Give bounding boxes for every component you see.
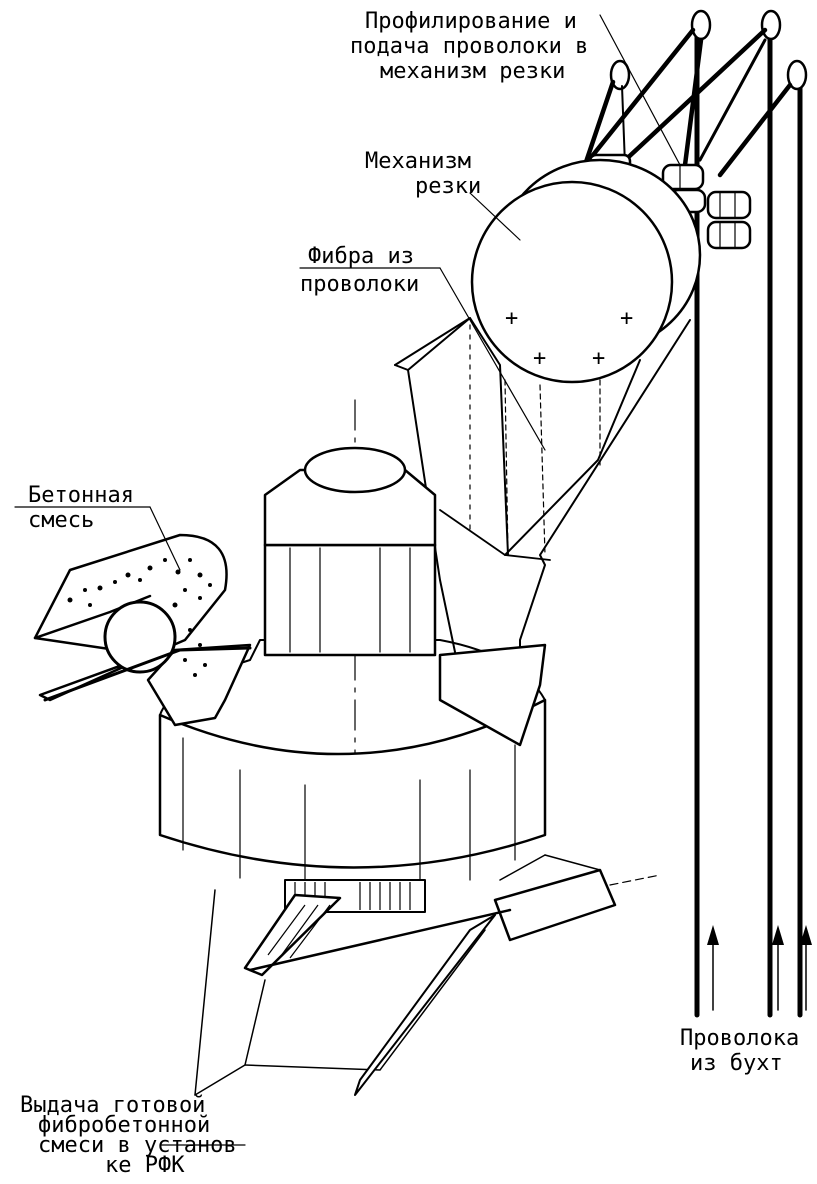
label-output: Выдача готовой фибробетонной смеси в уст…	[20, 1093, 237, 1178]
concrete-conveyor	[33, 533, 252, 702]
fiber-chute	[394, 317, 691, 653]
wire-arrow-2	[772, 925, 784, 1011]
bolt-icon: +	[533, 346, 546, 371]
label-leaders	[14, 14, 681, 1146]
motor-body	[263, 543, 437, 657]
label-output-line-4: ке РФК	[105, 1153, 185, 1178]
label-cutting-line-2: резки	[415, 174, 481, 199]
fiber-hopper	[438, 643, 547, 747]
label-concrete-line-2: смесь	[28, 508, 94, 533]
label-concrete-line-1: Бетонная	[28, 483, 134, 508]
bolt-icon: +	[592, 346, 605, 371]
label-fiber: Фибра из проволоки	[300, 244, 419, 297]
label-cutting-line-1: Механизм	[365, 149, 471, 174]
bolt-icon: +	[505, 306, 518, 331]
output-leader-lines	[194, 854, 601, 1096]
pulley-icon	[609, 59, 631, 91]
roller-icon	[706, 190, 752, 220]
concrete-hopper	[146, 643, 252, 727]
label-cutting: Механизм резки	[365, 149, 481, 199]
label-wire-line-1: Проволока	[680, 1026, 799, 1051]
bolt-icon: +	[620, 306, 633, 331]
label-output-line-2: фибробетонной	[38, 1113, 210, 1138]
label-fiber-line-2: проволоки	[300, 272, 419, 297]
label-concrete: Бетонная смесь	[28, 483, 134, 533]
label-fiber-line-1: Фибра из	[308, 244, 414, 269]
wire-lines	[694, 19, 812, 1018]
label-wire: Проволока из бухт	[680, 1026, 799, 1076]
wire-feed-pulleys	[582, 9, 808, 178]
discharge-chute	[243, 893, 342, 977]
mixer	[146, 446, 661, 977]
label-output-line-3: смеси в установ	[38, 1133, 237, 1158]
concrete-particles	[67, 558, 212, 677]
wire-arrow-3	[800, 925, 812, 1011]
label-profiling: Профилирование и подача проволоки в меха…	[350, 9, 588, 84]
label-profiling-line-1: Профилирование и	[365, 9, 577, 34]
label-profiling-line-2: подача проволоки в	[350, 34, 588, 59]
pulley-icon	[786, 59, 808, 91]
pulley-icon	[760, 9, 782, 41]
cutting-drum-front	[470, 180, 674, 384]
roller-icon	[706, 220, 752, 250]
conveyor-drum	[103, 600, 177, 674]
label-profiling-line-3: механизм резки	[380, 59, 565, 84]
label-output-line-1: Выдача готовой	[20, 1093, 205, 1118]
cutting-mechanism: + + + +	[470, 158, 702, 384]
label-wire-line-2: из бухт	[690, 1051, 783, 1076]
mixer-drum	[158, 698, 547, 869]
actuator-cylinder	[493, 868, 617, 942]
pulley-icon	[690, 9, 712, 41]
wire-arrow-1	[707, 925, 719, 1011]
